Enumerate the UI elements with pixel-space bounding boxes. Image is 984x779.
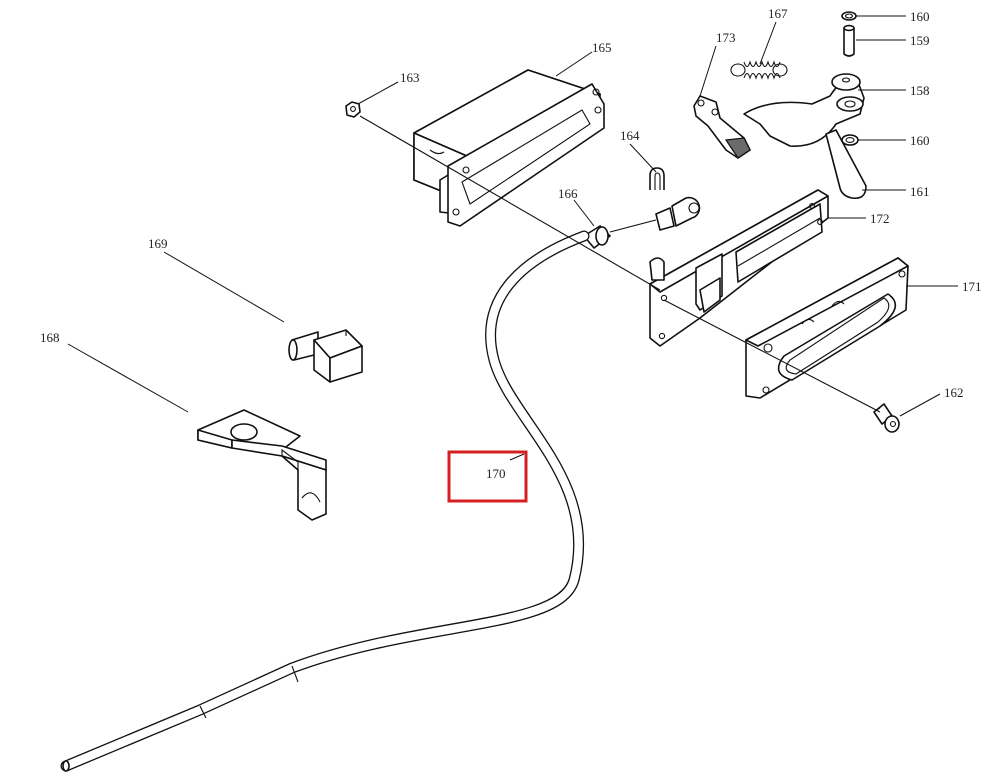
bezel-part-171 [745, 257, 909, 399]
label-161: 161 [910, 184, 930, 199]
leader-lines [67, 15, 958, 461]
clip-part-164 [649, 167, 665, 190]
cable-end-part-166 [583, 196, 701, 249]
label-169: 169 [148, 236, 168, 251]
label-164: 164 [620, 128, 640, 143]
spring-part-167 [730, 60, 788, 80]
nut-part-163 [345, 101, 361, 118]
label-170: 170 [486, 466, 506, 481]
label-160-top: 160 [910, 9, 930, 24]
part-labels: 160 159 158 160 161 167 173 164 165 163 … [40, 6, 982, 481]
label-159: 159 [910, 33, 930, 48]
label-167: 167 [768, 6, 788, 21]
screw-part-162 [873, 403, 900, 433]
label-166: 166 [558, 186, 578, 201]
label-171: 171 [962, 279, 982, 294]
label-172: 172 [870, 211, 890, 226]
highlight-box-170 [447, 450, 528, 503]
label-158: 158 [910, 83, 930, 98]
label-173: 173 [716, 30, 736, 45]
block-pin-part-169 [288, 329, 363, 383]
cable-part-170 [60, 230, 590, 772]
lever-assembly [743, 11, 867, 200]
label-168: 168 [40, 330, 60, 345]
label-165: 165 [592, 40, 612, 55]
label-160-bottom: 160 [910, 133, 930, 148]
label-162: 162 [944, 385, 964, 400]
latch-arm-part-173 [693, 95, 751, 159]
slide-plate-part-172 [649, 189, 829, 347]
bracket-part-168 [197, 409, 327, 521]
housing-part-165 [413, 69, 605, 227]
label-163: 163 [400, 70, 420, 85]
